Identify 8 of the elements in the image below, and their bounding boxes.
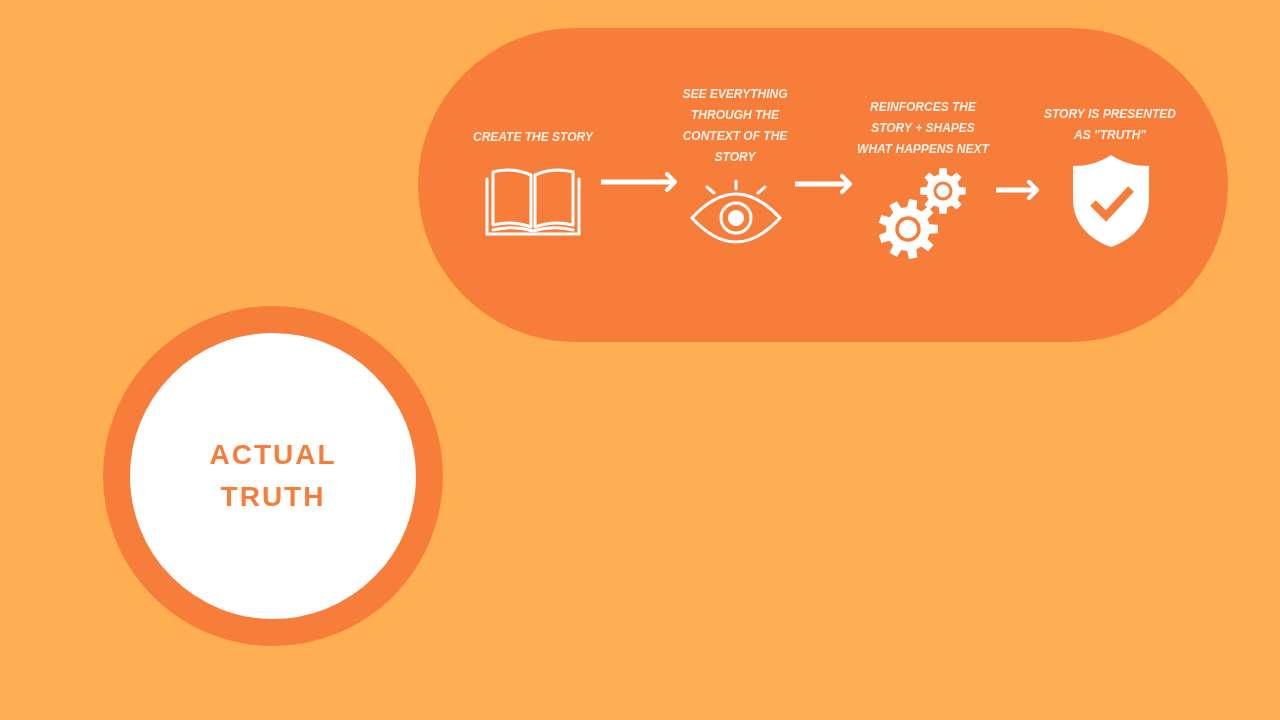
arrow [601, 172, 677, 192]
step-label: REINFORCES THE STORY + SHAPES WHAT HAPPENS NEXT [856, 99, 991, 158]
arrow [996, 180, 1039, 200]
node-label: ACTUAL TRUTH [208, 438, 338, 514]
arrow [795, 174, 852, 194]
step-label: STORY IS PRESENTED AS "TRUTH" [1042, 106, 1177, 144]
step-label: CREATE THE STORY [473, 129, 593, 146]
step-label: SEE EVERYTHING THROUGH THE CONTEXT OF THE STORY [681, 86, 789, 166]
